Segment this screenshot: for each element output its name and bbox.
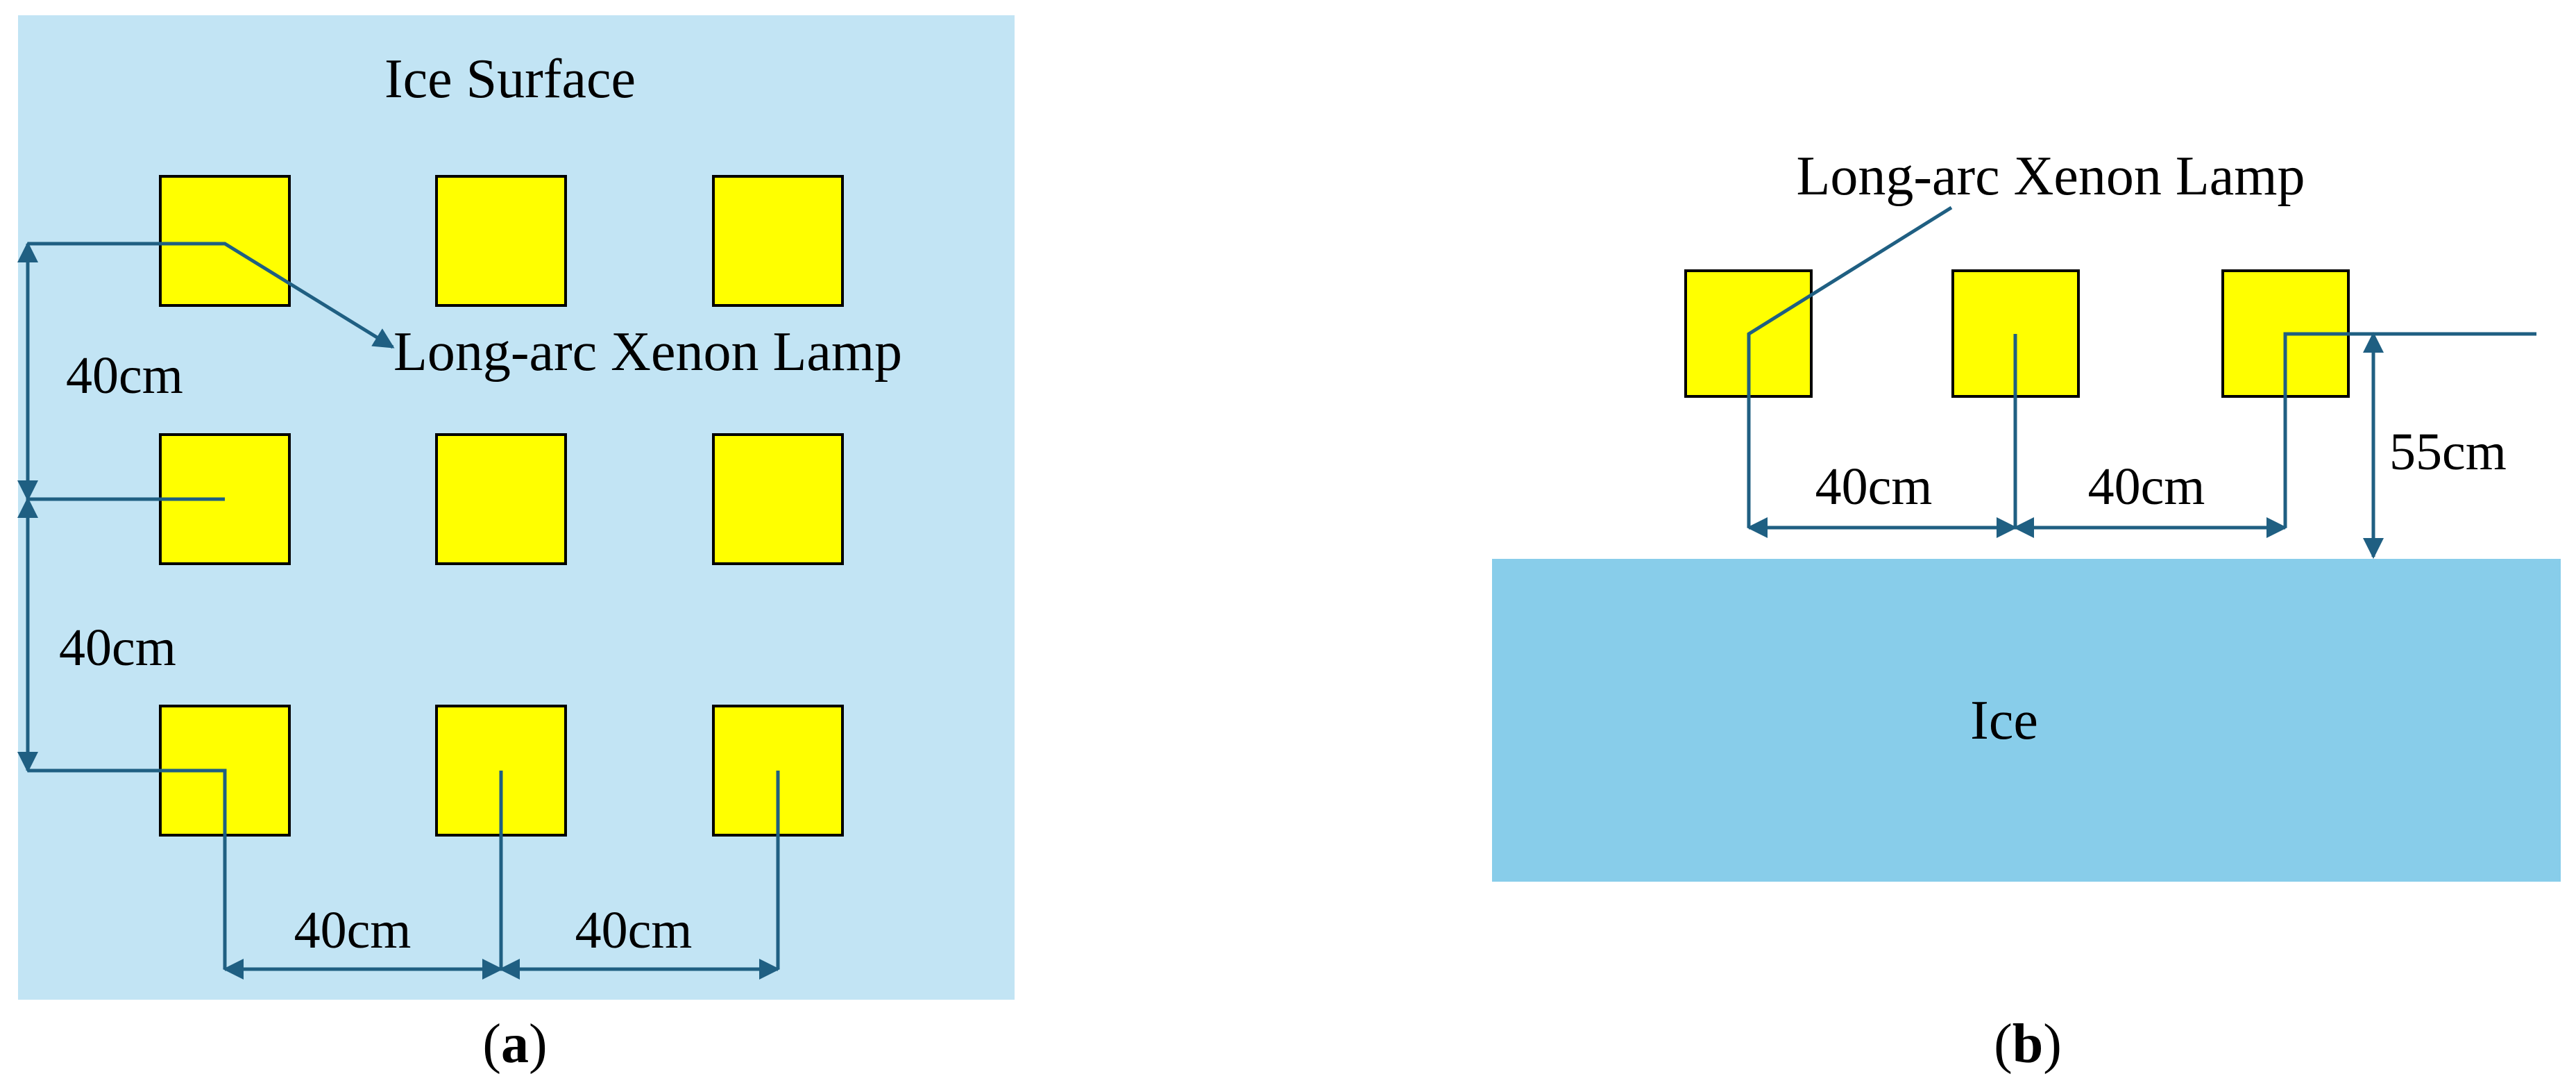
vertical-dimension-1-label: 40cm <box>66 346 183 405</box>
lamp-a-r2c2 <box>435 433 567 565</box>
center-line-row3 <box>28 769 227 969</box>
lamp-a-r2c3 <box>712 433 844 565</box>
horizontal-dimension-1-label: 40cm <box>294 901 412 959</box>
panel-a-caption: (a) <box>482 1014 547 1075</box>
vertical-dimension-2-label: 40cm <box>59 619 176 677</box>
lamp-a-r1c1 <box>159 175 291 307</box>
lamp-label-leader-a <box>28 242 395 349</box>
panel-a: Ice Surface Long-arc Xenon Lamp 40cm 40c… <box>17 15 1015 1075</box>
panel-b: Long-arc Xenon Lamp 40cm 40cm 55cm Ice (… <box>1492 146 2561 1075</box>
horizontal-dimension-2-label: 40cm <box>575 901 693 959</box>
ice-label: Ice <box>1970 690 2038 751</box>
lamp-a-r1c3 <box>712 175 844 307</box>
ice-block <box>1492 559 2561 882</box>
horizontal-dimension-b-2-label: 40cm <box>2088 457 2205 516</box>
ice-surface-title: Ice Surface <box>384 49 636 110</box>
center-line-b-3 <box>2283 332 2536 528</box>
lamp-label-leader-b <box>1747 205 1953 528</box>
height-dimension-b-label: 55cm <box>2389 423 2507 481</box>
lamp-label-a: Long-arc Xenon Lamp <box>393 321 902 383</box>
panel-b-caption: (b) <box>1994 1014 2062 1075</box>
lamp-label-b: Long-arc Xenon Lamp <box>1796 146 2305 207</box>
horizontal-dimension-b-1-label: 40cm <box>1815 457 1933 516</box>
lamp-a-r1c2 <box>435 175 567 307</box>
